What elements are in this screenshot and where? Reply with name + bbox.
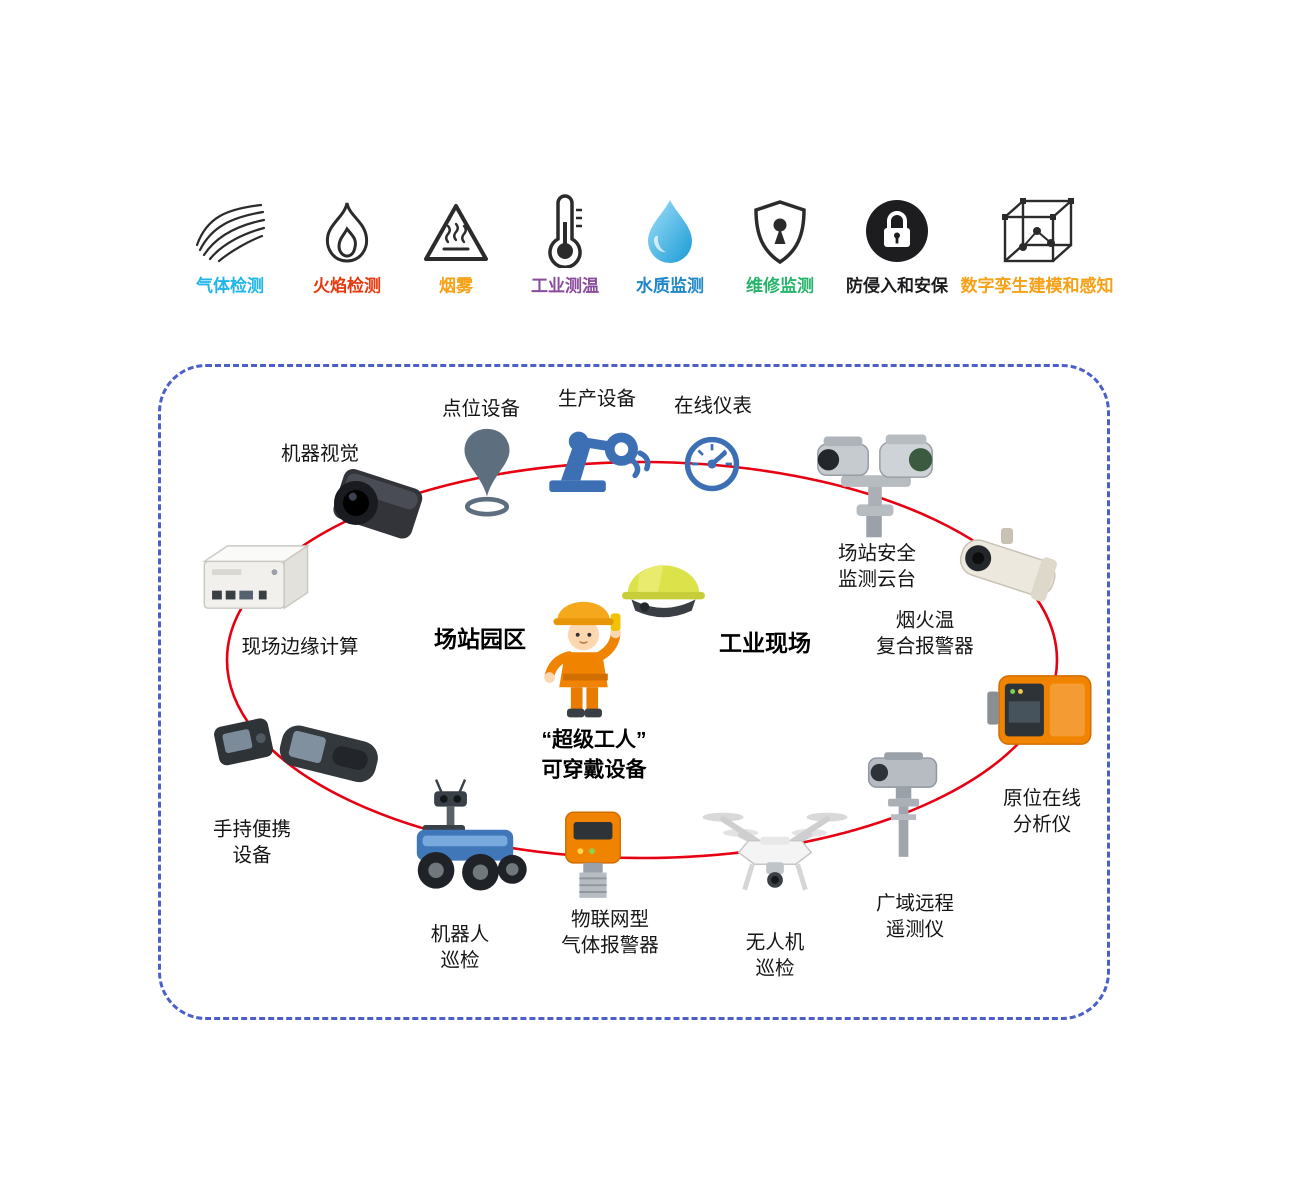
legend-label-anti-intrusion-security: 防侵入和安保 (846, 276, 948, 296)
edge-computing-box-image (194, 540, 312, 616)
digital-twin-cube-icon (997, 197, 1077, 265)
label-insitu-analyzer: 原位在线 分析仪 (1002, 787, 1082, 835)
connection-ring (225, 460, 1059, 860)
label-super-worker-wearable: “超级工人” 可穿戴设备 (541, 728, 647, 782)
label-fire-smoke-temp-alarm: 烟火温 复合报警器 (876, 609, 974, 657)
shield-keyhole-icon (752, 199, 808, 265)
label-production-equipment: 生产设备 (557, 388, 637, 411)
insitu-analyzer-image (985, 670, 1095, 752)
production-equipment-image (545, 418, 653, 494)
handheld-devices-image (204, 705, 382, 808)
legend-label-maintenance-monitoring: 维修监测 (746, 276, 814, 296)
security-lock-icon (864, 198, 930, 264)
legend-label-digital-twin: 数字孪生建模和感知 (960, 276, 1114, 296)
iot-gas-alarm-image (558, 808, 628, 906)
zone-label-industrial-site: 工业现场 (719, 630, 811, 656)
label-robot-inspection: 机器人 巡检 (430, 923, 490, 971)
inspection-robot-image (398, 777, 533, 899)
smart-helmet-image (616, 556, 710, 622)
wide-area-telemetry-image (859, 750, 951, 862)
drone-image (701, 800, 849, 903)
water-drop-icon (644, 198, 696, 264)
label-point-device: 点位设备 (441, 398, 521, 421)
station-ptz-camera-image (812, 428, 938, 538)
label-wide-area-telemetry: 广域远程 遥测仪 (875, 892, 955, 940)
legend-label-water-quality: 水质监测 (636, 276, 704, 296)
label-drone-inspection: 无人机 巡检 (745, 931, 805, 979)
legend-label-gas-detection: 气体检测 (196, 276, 264, 296)
machine-vision-camera-image (320, 461, 430, 553)
fire-smoke-temp-camera-image (949, 524, 1067, 616)
label-station-ptz: 场站安全 监测云台 (837, 542, 917, 590)
legend-label-industrial-temperature: 工业测温 (531, 276, 599, 296)
diagram-dashed-border (158, 364, 1110, 1020)
label-online-instrument: 在线仪表 (673, 395, 753, 418)
legend-label-smoke: 烟雾 (439, 276, 473, 296)
label-edge-computing: 现场边缘计算 (241, 636, 359, 659)
gauge-image (683, 435, 741, 493)
label-iot-gas-alarm: 物联网型 气体报警器 (561, 908, 659, 956)
flame-icon (319, 199, 375, 265)
thermometer-icon (545, 194, 585, 268)
gas-waves-icon (193, 199, 267, 263)
label-handheld-device: 手持便携 设备 (212, 818, 292, 866)
zone-label-station-campus: 场站园区 (434, 626, 526, 652)
location-pin-image (457, 426, 517, 518)
smoke-warning-triangle-icon (422, 202, 490, 264)
super-worker-cartoon-image (528, 594, 640, 730)
label-machine-vision: 机器视觉 (280, 443, 360, 466)
legend-label-flame-detection: 火焰检测 (313, 276, 381, 296)
